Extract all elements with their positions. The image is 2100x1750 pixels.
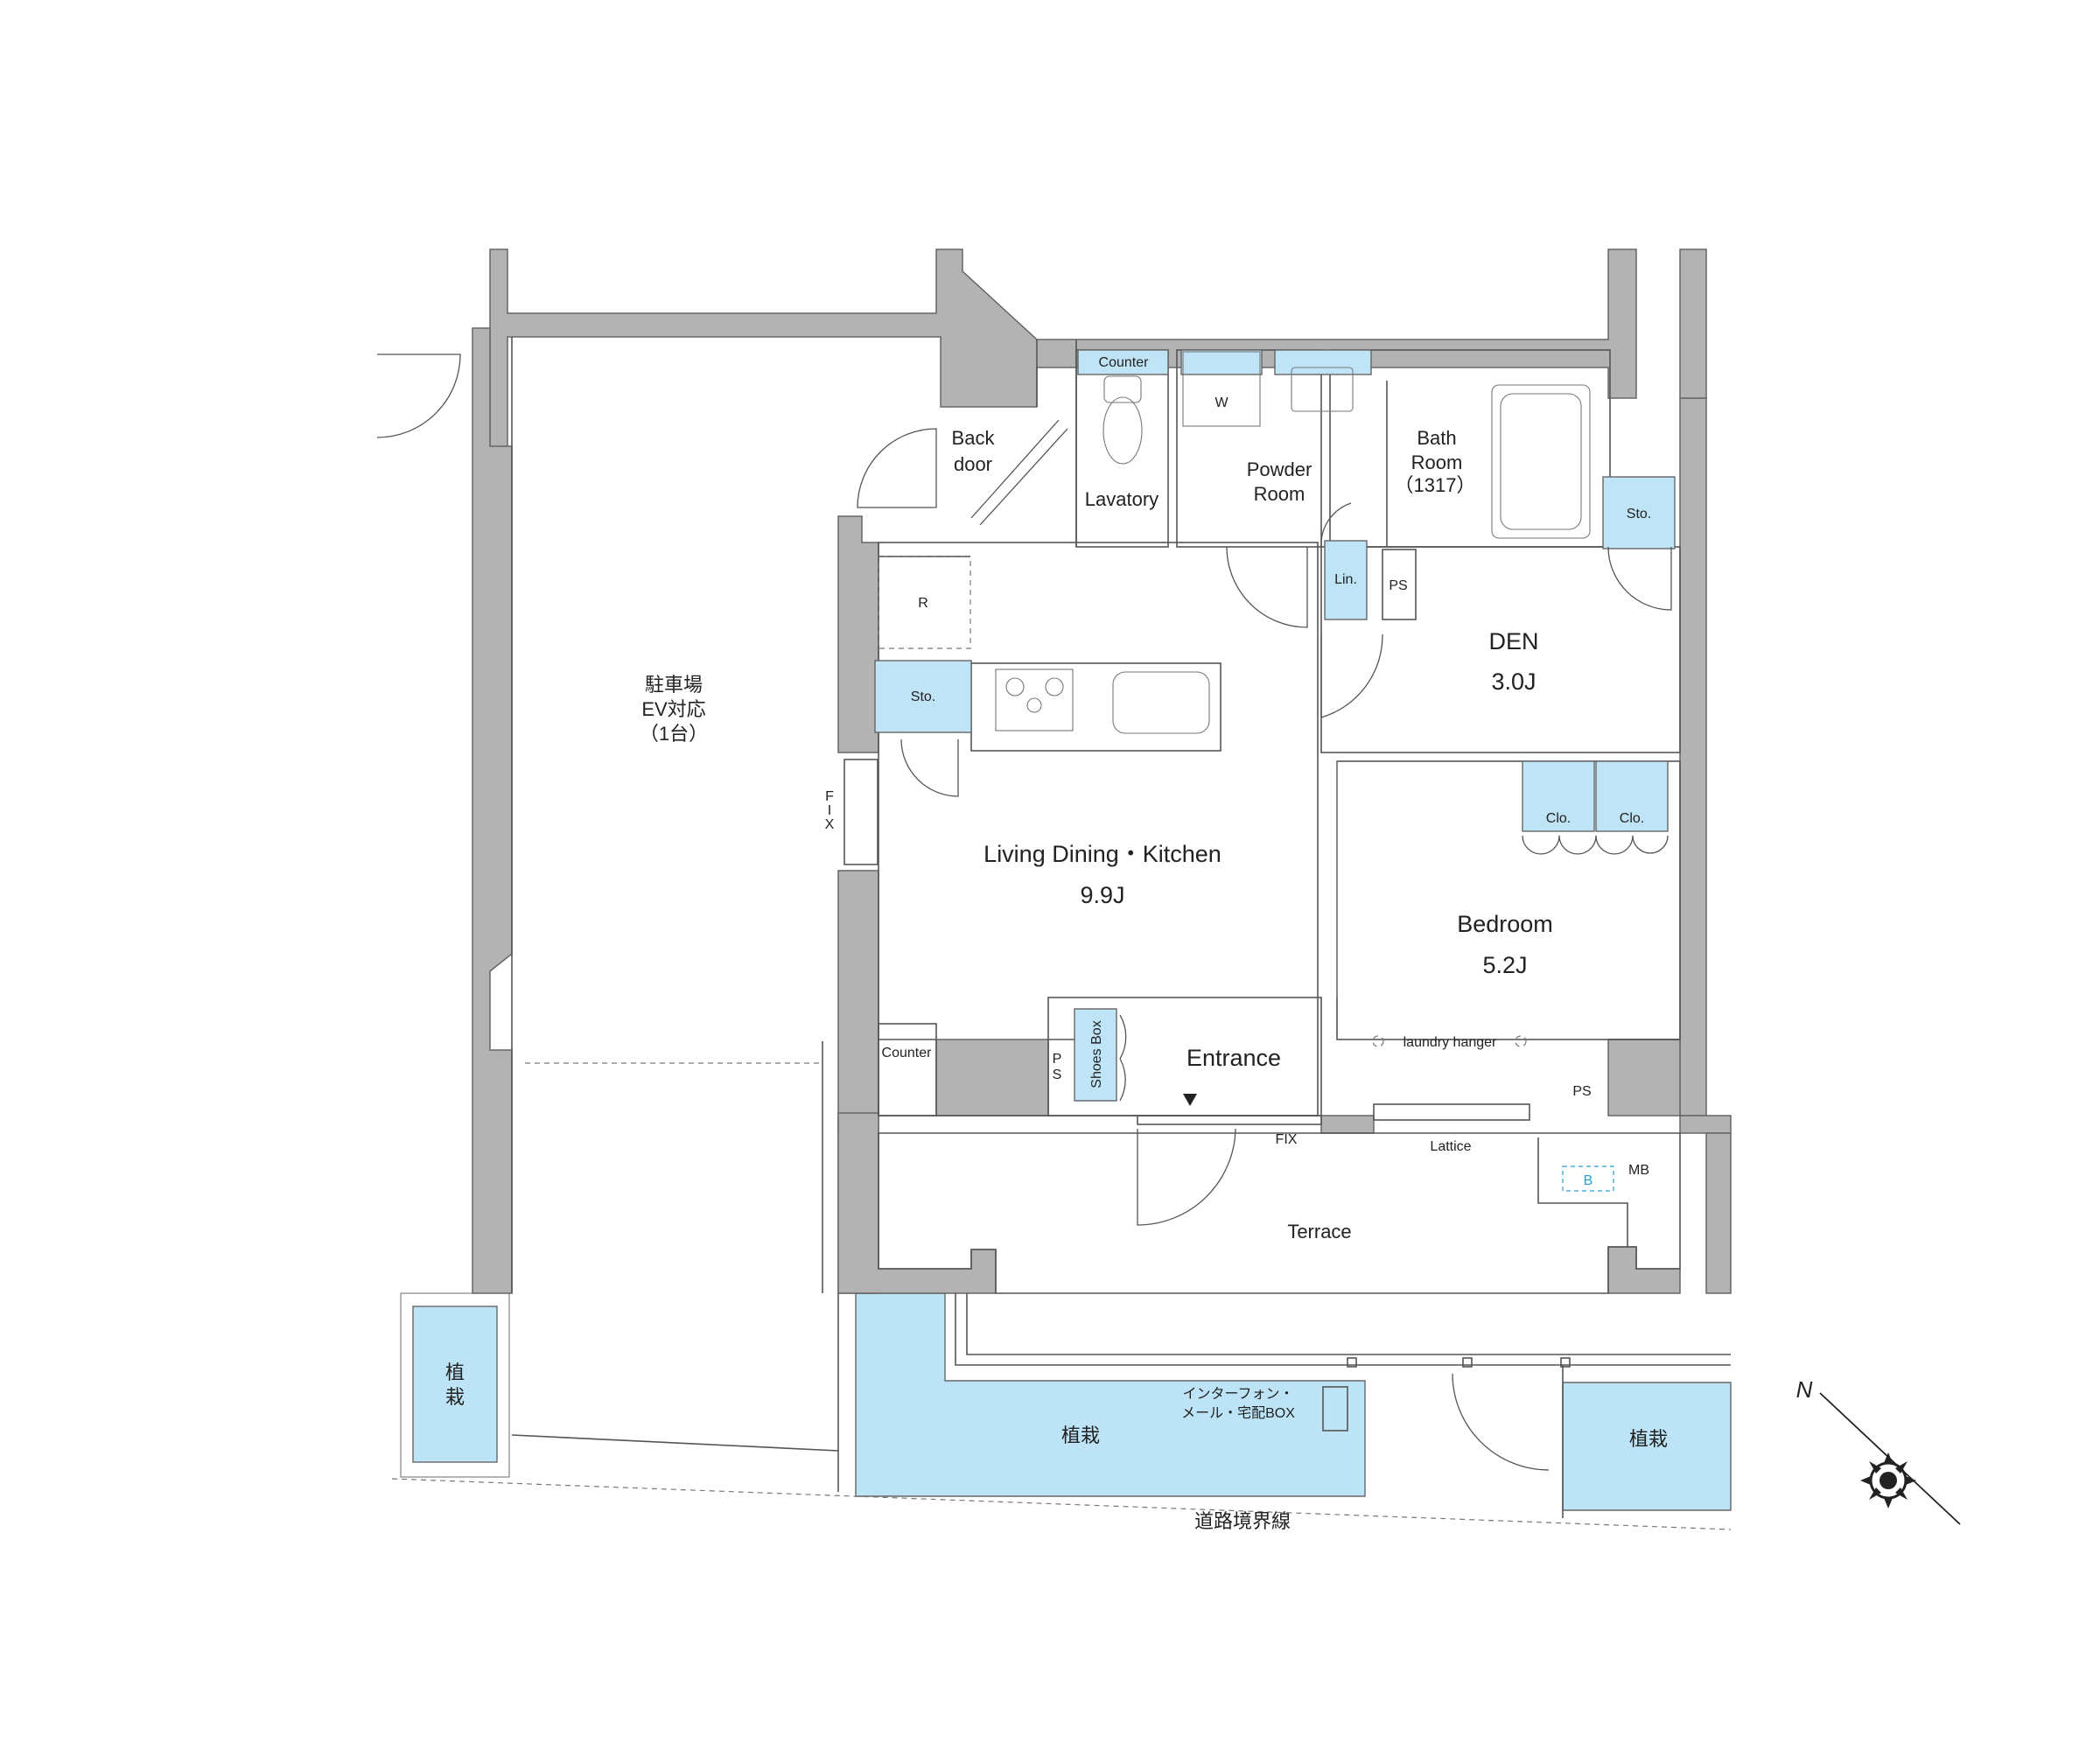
compass-rose-icon: N bbox=[1796, 1376, 1961, 1525]
planting-left-label-1: 植 bbox=[445, 1362, 465, 1383]
linen-closet bbox=[1324, 540, 1368, 620]
counter-bottom-label: Counter bbox=[882, 1046, 933, 1060]
powder-room-label-1: Powder bbox=[1247, 458, 1312, 480]
fix-left-label-2: I bbox=[828, 803, 831, 818]
closet-1 bbox=[1522, 760, 1595, 832]
bath-room-label-1: Bath bbox=[1417, 427, 1456, 449]
parking-label-3: （1台） bbox=[640, 723, 708, 745]
fixtures bbox=[874, 349, 1676, 1192]
entrance-arrow-icon bbox=[1183, 1094, 1197, 1106]
parking-label-1: 駐車場 bbox=[645, 674, 703, 696]
bathtub-icon bbox=[1491, 384, 1591, 539]
bath-room-label-3: （1317） bbox=[1395, 474, 1476, 496]
sto-kitchen-label: Sto. bbox=[911, 690, 935, 704]
mb-label: MB bbox=[1628, 1163, 1649, 1178]
toilet-icon bbox=[1102, 375, 1143, 465]
fix-bottom-label: FIX bbox=[1276, 1132, 1298, 1147]
planting-areas bbox=[400, 1292, 1732, 1511]
shoes-box-label: Shoes Box bbox=[1089, 1020, 1104, 1088]
planting-mid-label: 植栽 bbox=[1061, 1424, 1100, 1446]
powder-room-label-2: Room bbox=[1254, 483, 1306, 505]
storage-kitchen bbox=[874, 660, 972, 733]
lattice-label: Lattice bbox=[1430, 1139, 1471, 1154]
closet-1-label: Clo. bbox=[1546, 811, 1571, 826]
entrance-label: Entrance bbox=[1186, 1045, 1281, 1071]
stove-icon bbox=[995, 668, 1074, 732]
bedroom-name: Bedroom bbox=[1457, 911, 1553, 937]
washer-pan bbox=[1180, 349, 1263, 375]
back-door-label-1: Back bbox=[952, 427, 996, 449]
b-marker bbox=[1562, 1166, 1614, 1192]
closet-2-label: Clo. bbox=[1620, 811, 1644, 826]
sto-top-right-label: Sto. bbox=[1627, 507, 1651, 522]
fix-left-label-3: X bbox=[825, 817, 835, 832]
back-door-label-2: door bbox=[954, 453, 992, 475]
ps-entrance-label-1: P bbox=[1053, 1052, 1062, 1067]
counter-top-label: Counter bbox=[1099, 355, 1150, 370]
svg-text:N: N bbox=[1796, 1376, 1813, 1403]
lavatory-counter bbox=[1077, 349, 1169, 375]
den-size: 3.0J bbox=[1491, 668, 1536, 695]
fix-left-label-1: F bbox=[825, 789, 834, 804]
labels: 駐車場 EV対応 （1台） Back door Counter Lavatory… bbox=[445, 355, 1668, 1532]
sink-icon bbox=[1112, 671, 1210, 734]
terrace-label: Terrace bbox=[1287, 1221, 1351, 1242]
planting-right-label: 植栽 bbox=[1629, 1428, 1668, 1450]
linen-label: Lin. bbox=[1334, 572, 1357, 587]
storage-top-right bbox=[1602, 476, 1676, 550]
ps-bath-label: PS bbox=[1389, 578, 1407, 593]
shoes-box bbox=[1074, 1008, 1117, 1102]
doors bbox=[376, 354, 1672, 1471]
refrigerator-label: R bbox=[918, 596, 928, 611]
planting-left-label-2: 栽 bbox=[445, 1386, 465, 1408]
basin-counter bbox=[1274, 349, 1372, 375]
parking-label-2: EV対応 bbox=[641, 698, 705, 720]
walls bbox=[472, 248, 1732, 1294]
ps-bedroom-label: PS bbox=[1572, 1084, 1591, 1099]
ps-entrance-label-2: S bbox=[1053, 1068, 1062, 1082]
bath-room-label-2: Room bbox=[1411, 452, 1463, 473]
washer-label: W bbox=[1214, 396, 1228, 410]
ldk-size: 9.9J bbox=[1080, 882, 1124, 908]
ldk-name: Living Dining・Kitchen bbox=[984, 841, 1222, 867]
intercom-label-1: インターフォン・ bbox=[1182, 1386, 1293, 1402]
road-boundary-label: 道路境界線 bbox=[1194, 1510, 1291, 1532]
lavatory-label: Lavatory bbox=[1085, 488, 1158, 510]
b-mark-label: B bbox=[1584, 1173, 1593, 1188]
planting-left bbox=[412, 1306, 498, 1463]
intercom-label-2: メール・宅配BOX bbox=[1181, 1405, 1295, 1421]
bedroom-size: 5.2J bbox=[1482, 952, 1527, 978]
closet-2 bbox=[1595, 760, 1669, 832]
laundry-hanger-label: laundry hanger bbox=[1404, 1035, 1497, 1050]
den-name: DEN bbox=[1488, 628, 1538, 654]
